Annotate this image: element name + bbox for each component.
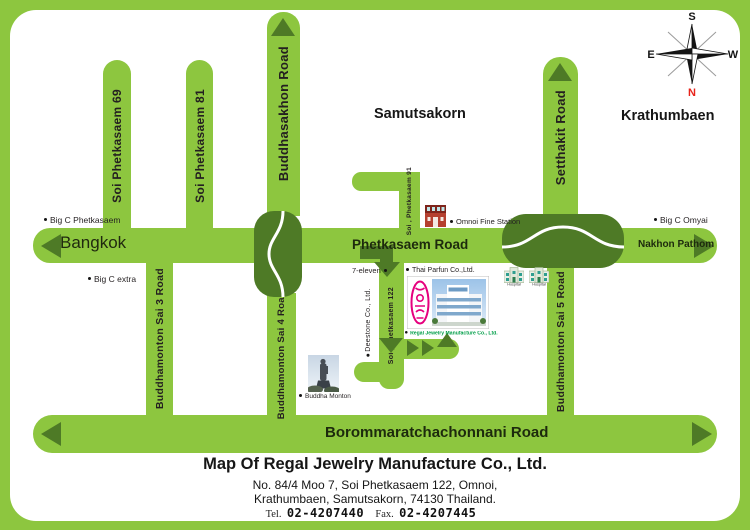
arrow-up-setthakit-icon — [548, 63, 572, 81]
poi-dot-icon — [406, 267, 409, 271]
route-arrow-right2-icon — [422, 340, 434, 356]
address-line-2: Krathumbaen, Samutsakorn, 74130 Thailand… — [254, 492, 496, 506]
tel-label: Tel. — [265, 509, 282, 520]
interchange-buddhasakhon — [254, 211, 302, 297]
regal-seal-logo-icon — [410, 280, 430, 325]
arrow-left-bangkok-icon — [41, 234, 61, 258]
fax-number: 02-4207445 — [399, 506, 477, 520]
poi-dot-icon — [383, 268, 387, 272]
road-label-soi91: Soi , Phetkasaem 91 — [406, 166, 413, 236]
tel-number: 02-4207440 — [286, 506, 365, 520]
road-label-borommaratchachonnani: Borommaratchachonnani Road — [325, 424, 549, 441]
road-label-sai4: Buddhamonton Sai 4 Road — [276, 291, 287, 420]
fire-station-building-icon — [425, 205, 446, 227]
road-label-setthakit: Setthakit Road — [553, 90, 568, 186]
poi-dot-icon — [654, 218, 657, 222]
compass-south-label: S — [688, 11, 695, 23]
road-soi-122-left-stub — [354, 362, 381, 382]
poi-thai-parfun: Thai Parfun Co.,Ltd. — [406, 267, 475, 275]
road-label-sai5: Buddhamonton Sai 5 Road — [554, 270, 567, 413]
road-label-soi81: Soi Phetkasaem 81 — [192, 89, 207, 203]
poi-dot-icon — [405, 331, 408, 334]
compass-north-label: N — [688, 87, 696, 99]
road-soi-phetkasaem-122: Soi , Phetkasaem 122 — [379, 262, 404, 389]
fax-label: Fax. — [375, 509, 394, 520]
poi-seven-eleven: 7-eleven — [352, 266, 387, 275]
hospital-building-icon — [529, 267, 549, 283]
arrow-right-nakhon-pathom-icon — [694, 234, 714, 258]
road-soi-phetkasaem-81: Soi Phetkasaem 81 — [186, 60, 213, 232]
poi-buddha-monton: Buddha Monton — [299, 393, 351, 400]
poi-dot-icon — [44, 218, 47, 222]
regal-factory-photo — [432, 279, 486, 326]
arrow-up-buddhasakhon-icon — [271, 18, 295, 36]
poi-big-c-omyai: Big C Omyai — [654, 215, 708, 225]
arrow-right-borommaratchachonnani-icon — [692, 422, 712, 446]
map-title: Map Of Regal Jewelry Manufacture Co., Lt… — [203, 455, 547, 473]
compass-rose-icon: S N E W — [647, 11, 739, 99]
road-borommaratchachonnani — [33, 415, 717, 453]
poi-deestone: Deestone Co., Ltd. — [364, 288, 373, 361]
road-label-soi69: Soi Phetkasaem 69 — [110, 89, 124, 203]
poi-dot-icon — [367, 353, 370, 357]
road-label-phetkasaem: Phetkasaem Road — [352, 237, 469, 252]
poi-regal-jewelry-label: Regal Jewelry Manufacture Co., Ltd. — [405, 331, 498, 337]
arrow-left-borommaratchachonnani-icon — [41, 422, 61, 446]
route-arrow-right1-icon — [407, 340, 419, 356]
route-arrow-corner — [380, 246, 393, 264]
hospital-building-icon — [504, 267, 524, 283]
route-arrow-bar — [360, 246, 386, 259]
poi-hospital-1-label: Hospital — [507, 283, 521, 287]
interchange-setthakit — [502, 214, 624, 268]
poi-dot-icon — [299, 393, 302, 397]
poi-omnoi-fine-station: Omnoi Fine Station — [450, 217, 520, 226]
route-arrow-down-icon — [374, 262, 400, 277]
road-buddhamonton-sai-4: Buddhamonton Sai 4 Road — [267, 291, 296, 420]
compass-east-label: E — [647, 49, 654, 61]
buddha-statue-photo — [308, 355, 339, 392]
area-label-bangkok: Bangkok — [60, 233, 127, 252]
compass-west-label: W — [728, 49, 739, 61]
road-label-buddhasakhon: Buddhasakhon Road — [276, 46, 291, 182]
contact-line: Tel. 02-4207440 Fax. 02-4207445 — [0, 506, 750, 520]
poi-dot-icon — [88, 277, 91, 281]
road-buddhamonton-sai-3: Buddhamonton Sai 3 Road — [146, 260, 173, 418]
road-soi-phetkasaem-69: Soi Phetkasaem 69 — [103, 60, 131, 232]
route-arrow-down2-icon — [379, 338, 403, 353]
address-line-1: No. 84/4 Moo 7, Soi Phetkasaem 122, Omno… — [252, 478, 498, 492]
road-label-sai3: Buddhamonton Sai 3 Road — [153, 268, 166, 410]
area-label-samutsakorn: Samutsakorn — [374, 106, 466, 122]
road-soi-phetkasaem-91: Soi , Phetkasaem 91 — [399, 167, 420, 235]
regal-jewelry-photo — [407, 276, 489, 329]
poi-big-c-phetkasaem: Big C Phetkasaem — [44, 215, 120, 225]
poi-big-c-extra: Big C extra — [88, 274, 136, 284]
area-label-nakhon-pathom: Nakhon Pathom — [638, 239, 715, 250]
road-buddhasakhon: Buddhasakhon Road — [267, 12, 300, 216]
road-buddhamonton-sai-5: Buddhamonton Sai 5 Road — [547, 265, 574, 418]
road-setthakit: Setthakit Road — [543, 57, 578, 219]
poi-hospital-2-label: Hospital — [532, 283, 546, 287]
poi-dot-icon — [450, 219, 453, 223]
route-arrow-up-icon — [437, 333, 457, 347]
area-label-krathumbaen: Krathumbaen — [621, 108, 715, 124]
